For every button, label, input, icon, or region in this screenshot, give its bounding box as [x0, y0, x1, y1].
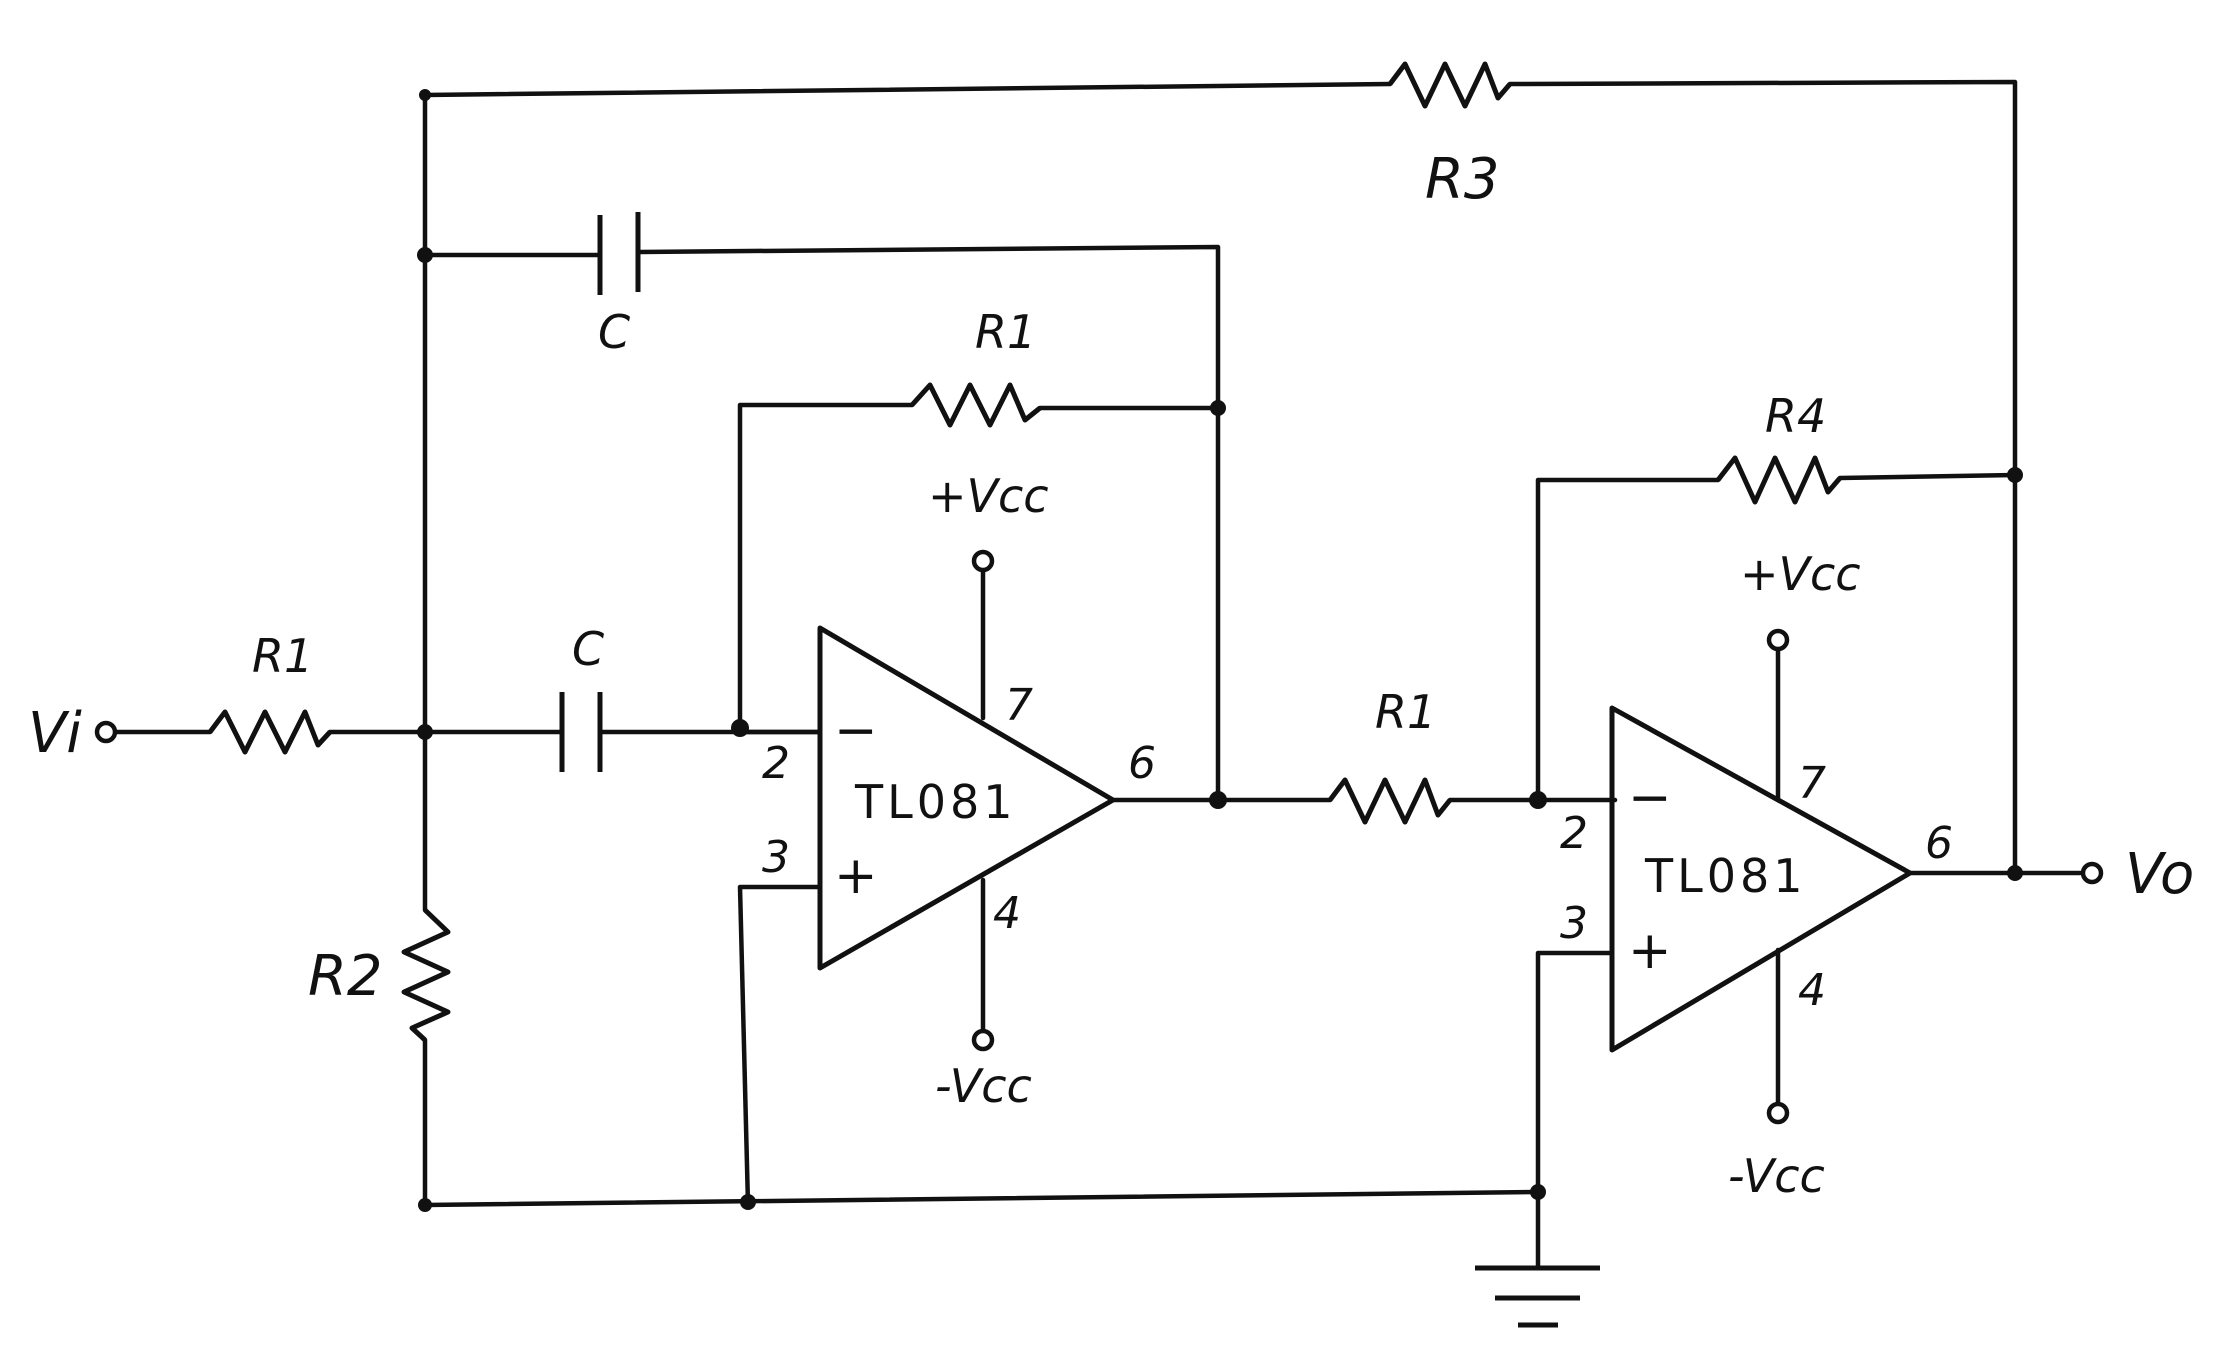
- resistor-r3: [1388, 61, 1512, 109]
- opamp-2-triangle: [1609, 705, 1913, 1053]
- opamp-1-vneg-label: -Vcc: [935, 1059, 1032, 1113]
- opamp-2-pin-inv: 2: [1560, 808, 1588, 859]
- wire-fb2-left: [1535, 477, 1721, 803]
- output-label: Vo: [2125, 842, 2194, 907]
- opamp-2-part-label: TL081: [1644, 849, 1807, 903]
- wire-r3-left: [422, 81, 1393, 98]
- junction-dot: [1209, 791, 1227, 809]
- resistor-r1-feedback: [910, 382, 1042, 428]
- junction-dots: [417, 89, 2023, 1212]
- resistor-r1-stage2: [1328, 777, 1452, 825]
- junction-dot: [417, 247, 433, 263]
- junction-dot: [740, 1194, 756, 1210]
- opamp-1-pin-out: 6: [1128, 738, 1156, 789]
- junction-dot: [417, 724, 433, 740]
- ground-icon: [1475, 1265, 1600, 1328]
- opamp-2-noninverting-sign: +: [1628, 921, 1672, 981]
- junction-dot: [1210, 400, 1226, 416]
- junction-dot: [731, 719, 749, 737]
- opamp-2: [1609, 705, 1913, 1053]
- opamp-1-triangle: [817, 625, 1116, 971]
- opamp-2-inverting-sign: −: [1628, 768, 1672, 828]
- opamp-1-noninverting-sign: +: [834, 846, 878, 906]
- input-label: Vi: [28, 701, 82, 766]
- resistor-r4-label: R4: [1765, 389, 1826, 443]
- opamp-2-pin-vpos: 7: [1798, 758, 1826, 809]
- opamp-1-vpos-terminal: [971, 549, 995, 573]
- resistor-r4: [1716, 455, 1842, 505]
- junction-dot: [2007, 467, 2023, 483]
- opamp-1-vneg-terminal: [971, 1028, 995, 1052]
- opamp-1-pin-vpos: 7: [1005, 680, 1033, 731]
- opamp-2-vneg-terminal: [1766, 1101, 1790, 1125]
- input-terminal: [94, 720, 118, 744]
- resistor-r3-label: R3: [1425, 147, 1500, 212]
- opamp-1: [817, 625, 1116, 971]
- opamp-2-pin-out: 6: [1925, 818, 1953, 869]
- capacitor-symbols: [559, 212, 641, 772]
- labels: Vi Vo R1 R1 R1 R2 R3 R4 C C TL081 − + +V…: [28, 147, 2194, 1203]
- capacitor-top-label: C: [598, 305, 630, 359]
- wire-fb2-right: [1837, 472, 2018, 481]
- opamp-1-pin-noninv: 3: [762, 832, 790, 883]
- junction-dot: [419, 89, 431, 101]
- output-terminal: [2080, 861, 2104, 885]
- opamp-2-vpos-terminal: [1766, 628, 1790, 652]
- junction-dot: [1530, 1184, 1546, 1200]
- junction-dot: [418, 1198, 432, 1212]
- junction-dot: [1529, 791, 1547, 809]
- wire-ground-bus: [422, 1189, 1541, 1208]
- resistor-r1-feedback-label: R1: [975, 305, 1036, 359]
- opamp-2-vneg-label: -Vcc: [1728, 1149, 1825, 1203]
- resistor-r1-input-label: R1: [252, 629, 313, 683]
- wire-ctop-right: [637, 244, 1221, 803]
- wire-oa2-noninv: [1535, 950, 1615, 1268]
- wire-fb1-left: [737, 402, 915, 733]
- terminals: [94, 549, 2104, 1125]
- resistor-r1-stage2-label: R1: [1375, 685, 1436, 739]
- junction-dot: [2007, 865, 2023, 881]
- opamp-1-pin-inv: 2: [762, 738, 790, 789]
- opamp-2-pin-vneg: 4: [1798, 965, 1826, 1016]
- resistor-r2: [401, 908, 451, 1042]
- capacitor-series-label: C: [572, 622, 604, 676]
- wires: [113, 79, 2083, 1268]
- opamp-2-pin-noninv: 3: [1560, 898, 1588, 949]
- opamp-1-pin-vneg: 4: [993, 888, 1021, 939]
- wire-oa1-noninv: [737, 884, 823, 1208]
- resistor-r1-input: [208, 709, 332, 755]
- resistor-r2-label: R2: [308, 944, 383, 1009]
- opamp-2-vpos-label: +Vcc: [1740, 547, 1861, 601]
- opamp-1-inverting-sign: −: [834, 701, 878, 761]
- opamp-1-vpos-label: +Vcc: [928, 469, 1049, 523]
- resistor-symbols: [208, 61, 1842, 1042]
- wire-r3-right: [1507, 79, 2018, 873]
- opamp-1-part-label: TL081: [854, 775, 1017, 829]
